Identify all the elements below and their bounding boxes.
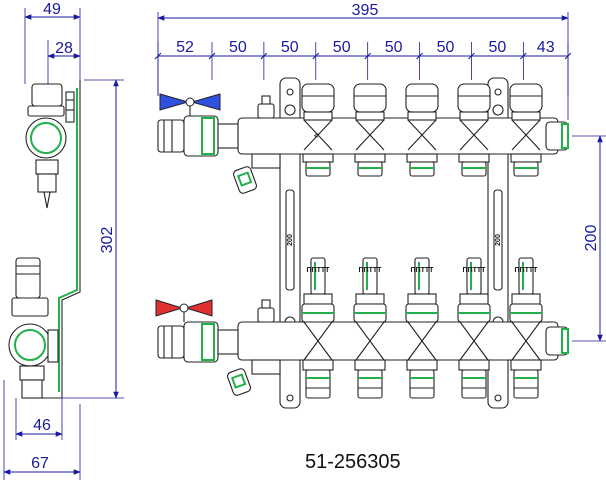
dim-chain-ticks <box>154 42 572 96</box>
bottom-inlet-nut <box>157 325 185 359</box>
dim-chain-mark <box>416 52 423 60</box>
dim-chain-mark <box>312 52 320 60</box>
dim-chain-mark <box>520 52 527 60</box>
dim-chain-mark <box>260 52 268 60</box>
dim-seg-2: 50 <box>281 39 299 56</box>
side-view: 49 28 302 46 67 <box>3 1 124 480</box>
top-outlet-valve <box>405 83 439 177</box>
top-outlet-valve <box>509 83 543 177</box>
top-outlet-valve <box>457 83 491 177</box>
flowmeter-label: ППТТТ <box>463 267 487 274</box>
svg-text:<: < <box>314 133 318 140</box>
dim-seg-4: 50 <box>385 39 403 56</box>
dim-chain-mark <box>468 52 475 60</box>
dim-front-vertical: 200 <box>583 225 600 252</box>
dim-chain-mark <box>154 52 162 60</box>
front-view: 200 200 <box>154 2 606 409</box>
side-bottom-body <box>8 257 59 399</box>
bracket-right-label: 200 <box>495 234 502 246</box>
top-end-cap <box>545 121 569 151</box>
dim-front-total: 395 <box>352 2 379 19</box>
dim-seg-3: 50 <box>333 39 351 56</box>
bracket-left-label: 200 <box>287 234 294 246</box>
top-inlet-nut <box>157 119 185 153</box>
top-bar <box>237 117 559 155</box>
bottom-flowmeter: ППТТТ <box>353 257 387 399</box>
dim-seg-5: 50 <box>437 39 455 56</box>
dim-seg-1: 50 <box>229 39 247 56</box>
dim-chain-labels: 52 50 50 50 50 50 50 43 <box>176 39 555 56</box>
bottom-drain-cap <box>227 368 251 396</box>
side-top-body <box>25 83 75 209</box>
top-drain-cap <box>233 166 257 194</box>
top-outlets <box>301 83 543 177</box>
top-outlet-valve <box>353 83 387 177</box>
dim-seg-7: 43 <box>537 39 555 56</box>
bottom-flowmeter: ППТТТ <box>509 257 543 399</box>
bottom-outlets: ППТТТ ППТТТ ППТТТ ППТТТ ППТТТ <box>301 257 543 399</box>
top-outlet-valve <box>301 83 335 177</box>
dim-side-top-inner: 28 <box>55 40 73 57</box>
bottom-flowmeter: ППТТТ <box>301 257 335 399</box>
flowmeter-label: ППТТТ <box>359 267 383 274</box>
side-bracket <box>61 80 81 398</box>
dim-chain-mark <box>364 52 372 60</box>
bottom-bar <box>237 321 559 361</box>
blue-valve-handle <box>159 93 190 111</box>
dim-seg-0: 52 <box>176 39 194 56</box>
dim-chain-mark <box>564 52 572 60</box>
dim-side-bottom-inner: 46 <box>33 417 51 434</box>
dim-side-bottom-total: 67 <box>31 455 49 472</box>
bottom-flowmeter: ППТТТ <box>405 257 439 399</box>
side-bracket-gasket <box>58 88 78 392</box>
bottom-end-cap <box>545 326 569 356</box>
dim-seg-6: 50 <box>489 39 507 56</box>
dim-side-top-total: 49 <box>43 1 61 18</box>
dim-chain-mark <box>208 52 216 60</box>
dim-side-height: 302 <box>99 227 116 254</box>
bottom-flowmeter: ППТТТ <box>457 257 491 399</box>
bottom-manifold: ППТТТ ППТТТ ППТТТ ППТТТ ППТТТ <box>155 257 569 399</box>
top-manifold: < <box>157 83 569 194</box>
flowmeter-label: ППТТТ <box>411 267 435 274</box>
flowmeter-label: ППТТТ <box>515 267 539 274</box>
part-number: 51-256305 <box>305 451 401 473</box>
flowmeter-label: ППТТТ <box>307 267 331 274</box>
red-valve-handle <box>155 299 184 317</box>
